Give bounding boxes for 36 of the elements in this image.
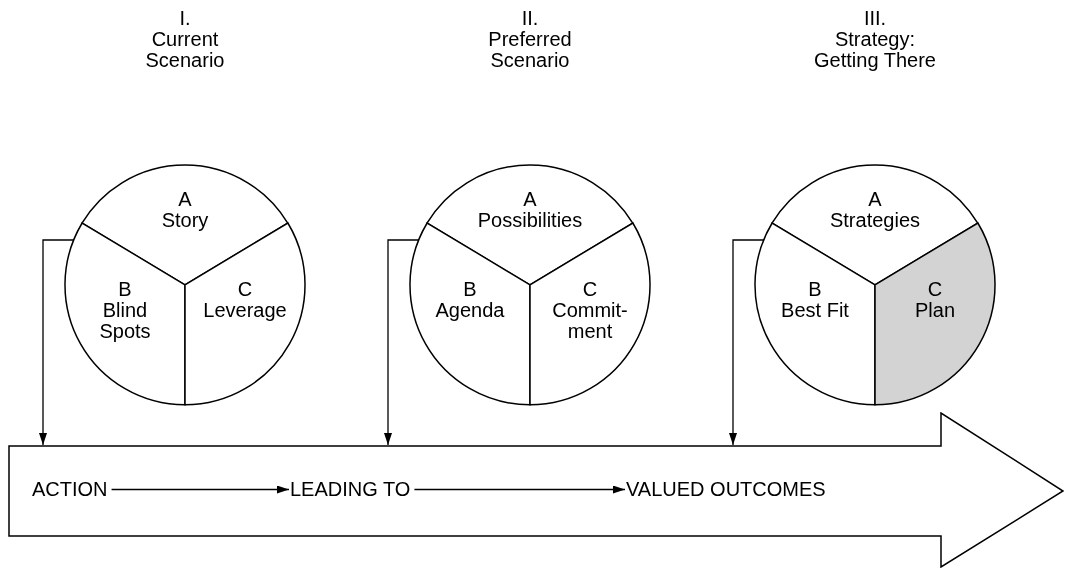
flow-step-label: ACTION bbox=[32, 479, 108, 500]
stage-heading: Strategy: Getting There bbox=[813, 29, 937, 71]
segment-letter: C bbox=[236, 278, 254, 300]
pie-circle bbox=[63, 8, 307, 407]
stage-heading: Current Scenario bbox=[144, 29, 226, 71]
roman-numeral: II. bbox=[520, 8, 540, 29]
arrow bbox=[413, 485, 626, 494]
segment-letter: A bbox=[522, 188, 538, 210]
pie-circle bbox=[753, 8, 997, 407]
arrow bbox=[110, 485, 290, 494]
roman-numeral: I. bbox=[178, 8, 192, 29]
pie-circle bbox=[408, 8, 652, 407]
segment-label: Leverage bbox=[202, 299, 288, 321]
segment-label: Story bbox=[160, 209, 210, 231]
arrow bbox=[729, 239, 765, 446]
segment-letter: B bbox=[462, 278, 478, 300]
segment-label: Plan bbox=[914, 299, 956, 321]
segment-letter: C bbox=[926, 278, 944, 300]
arrow bbox=[384, 239, 420, 446]
segment-letter: C bbox=[581, 278, 599, 300]
roman-numeral: III. bbox=[862, 8, 888, 29]
segment-label: Agenda bbox=[434, 299, 506, 321]
segment-letter: B bbox=[117, 278, 133, 300]
segment-label: Possibilities bbox=[476, 209, 584, 231]
flow-step-label: VALUED OUTCOMES bbox=[626, 479, 826, 500]
stage-heading: Preferred Scenario bbox=[487, 29, 573, 71]
segment-letter: A bbox=[177, 188, 193, 210]
segment-label: Commit- ment bbox=[551, 299, 629, 342]
arrow bbox=[39, 239, 75, 446]
segment-label: Strategies bbox=[828, 209, 921, 231]
segment-label: Blind Spots bbox=[98, 299, 152, 342]
flow-step-label: LEADING TO bbox=[290, 479, 411, 500]
segment-letter: A bbox=[867, 188, 883, 210]
block-arrow bbox=[8, 412, 1064, 568]
segment-letter: B bbox=[807, 278, 823, 300]
segment-label: Best Fit bbox=[780, 299, 850, 321]
